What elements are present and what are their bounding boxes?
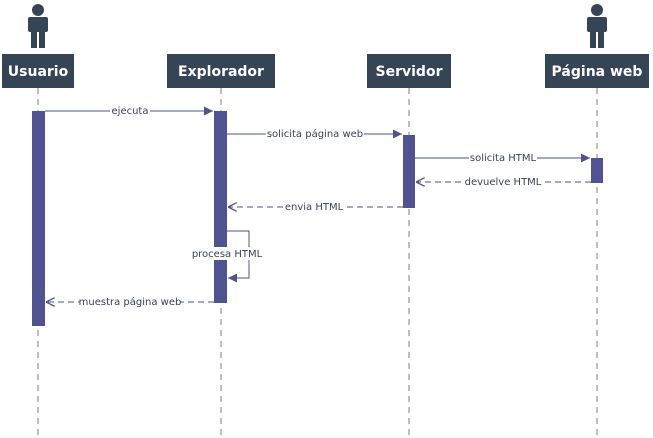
message-label: muestra página web <box>79 296 182 308</box>
message-devuelve-html: devuelve HTML <box>416 175 591 188</box>
actor-explorador: Explorador <box>167 54 275 88</box>
message-envia-html: envia HTML <box>228 200 403 213</box>
message-solicita-pagina-web: solicita página web <box>227 127 402 140</box>
activation-servidor <box>403 135 415 208</box>
message-label: solicita HTML <box>470 153 537 164</box>
activation-pagina-web <box>591 158 603 183</box>
actor-pagina-web: Página web <box>545 54 649 88</box>
activation-explorador <box>214 111 227 303</box>
message-procesa-html: procesa HTML <box>192 230 263 283</box>
activation-usuario <box>32 111 45 326</box>
actor-label: Explorador <box>178 64 264 80</box>
message-muestra-pagina-web: muestra página web <box>46 295 214 308</box>
message-ejecuta: ejecuta <box>45 104 213 117</box>
actor-label: Servidor <box>376 64 443 80</box>
message-label: envia HTML <box>285 202 344 213</box>
message-label: procesa HTML <box>192 249 263 260</box>
actor-servidor: Servidor <box>367 54 451 88</box>
message-label: solicita página web <box>267 128 363 140</box>
actor-usuario: Usuario <box>2 54 74 88</box>
message-label: devuelve HTML <box>465 177 542 188</box>
person-icon <box>587 4 607 48</box>
message-solicita-html: solicita HTML <box>415 151 590 164</box>
actor-label: Página web <box>552 64 643 80</box>
actor-label: Usuario <box>8 64 69 80</box>
person-icon <box>28 4 48 48</box>
message-label: ejecuta <box>112 106 149 117</box>
